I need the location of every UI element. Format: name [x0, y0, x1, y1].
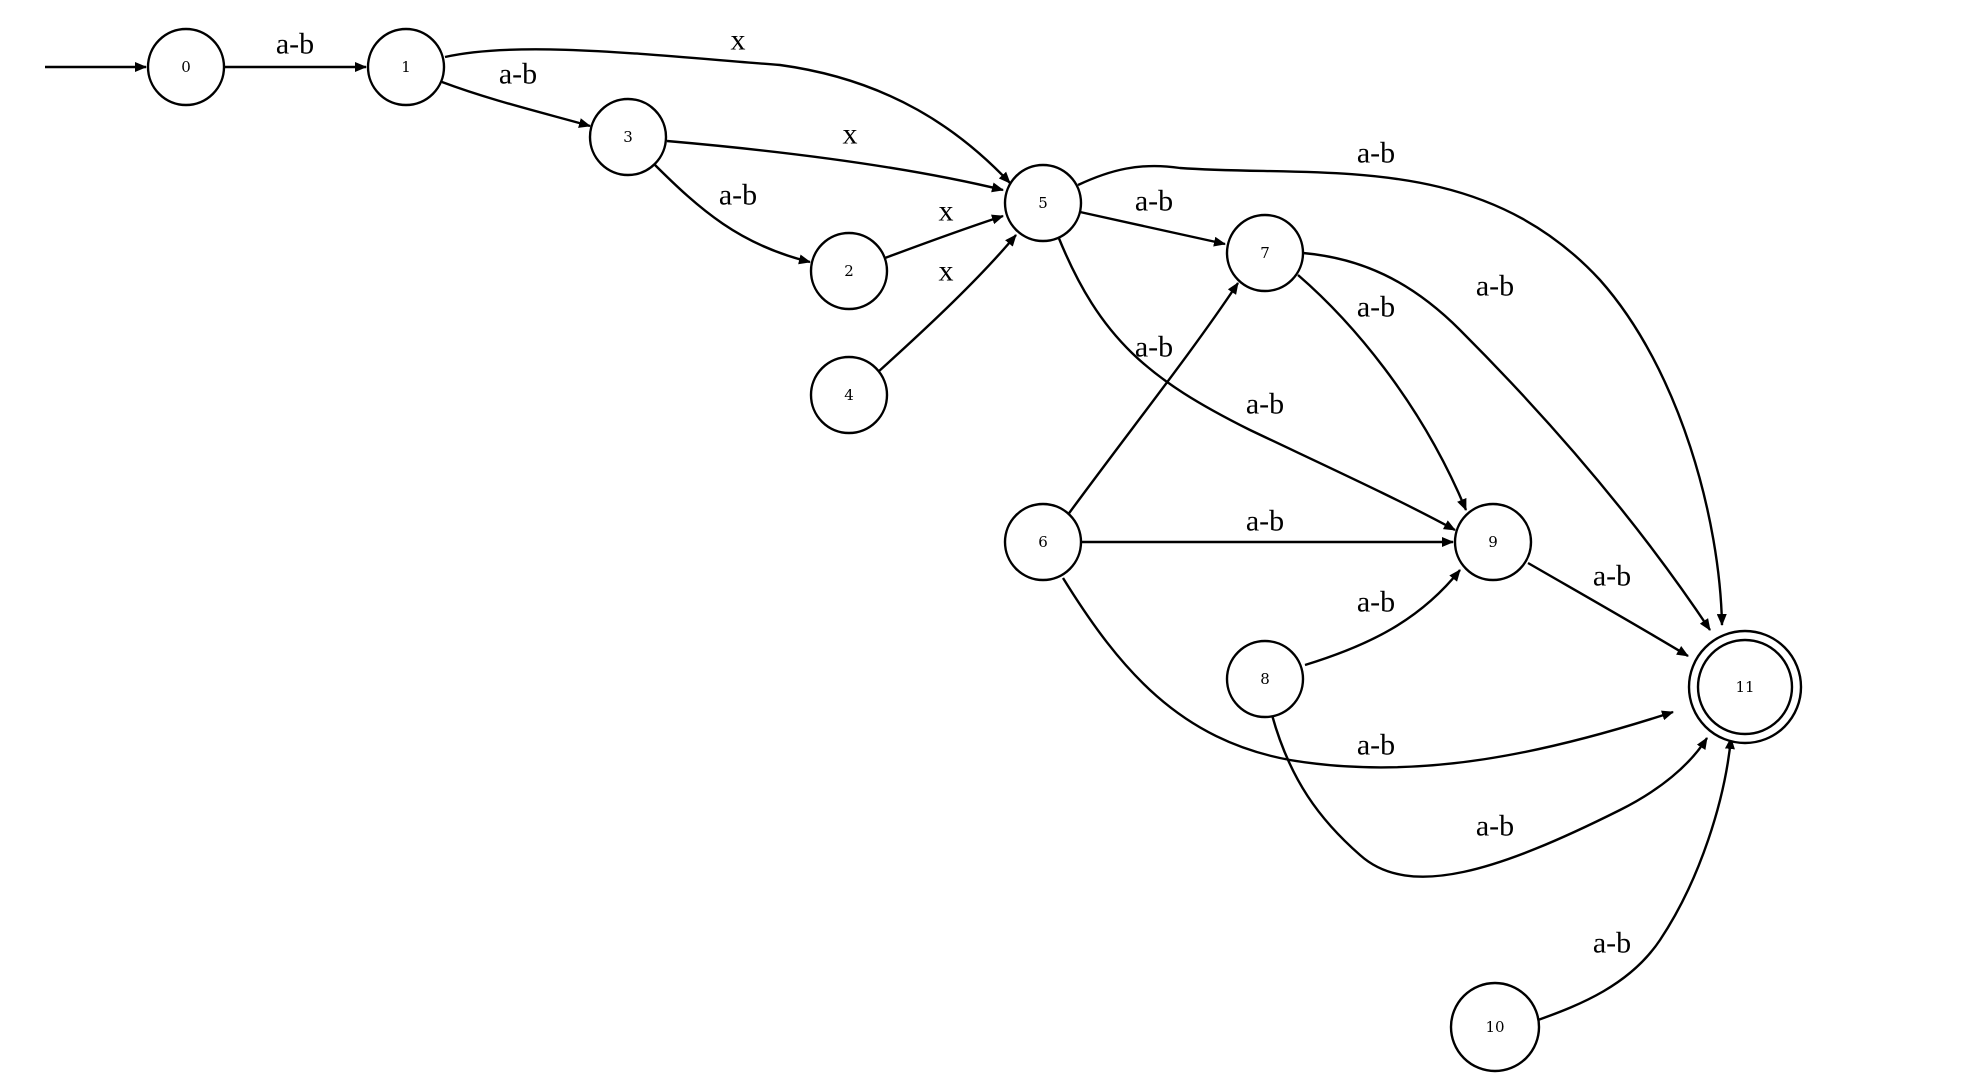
state-label-7: 7: [1260, 244, 1270, 262]
edge-3-2: [652, 162, 811, 265]
state-label-9: 9: [1488, 533, 1498, 551]
state-6: 6: [1003, 502, 1083, 582]
state-9: 9: [1453, 502, 1533, 582]
state-5: 5: [1003, 163, 1083, 243]
state-label-1: 1: [401, 58, 411, 76]
edge-label-8-11: a-b: [1476, 810, 1514, 843]
state-label-4: 4: [844, 386, 854, 404]
edge-label-6-11: a-b: [1357, 729, 1395, 762]
edge-8-11: [1270, 714, 1709, 878]
edge-label-1-3: a-b: [499, 58, 537, 91]
transitions: [45, 48, 1735, 1022]
edge-label-7-11: a-b: [1476, 270, 1514, 303]
state-7: 7: [1225, 213, 1305, 293]
state-label-3: 3: [623, 128, 633, 146]
edge-7-11: [1302, 251, 1711, 631]
edge-6-7: [1066, 282, 1239, 517]
edge-label-0-1: a-b: [276, 28, 314, 61]
edge-label-3-2: a-b: [719, 179, 757, 212]
edge-label-1-5: x: [731, 24, 746, 57]
edge-label-5-7: a-b: [1135, 185, 1173, 218]
state-label-6: 6: [1038, 533, 1048, 551]
edge-label-6-9: a-b: [1246, 505, 1284, 538]
edge-5-9: [1056, 235, 1456, 532]
state-1: 1: [366, 27, 446, 107]
edge-5-7: [1079, 210, 1226, 247]
state-label-2: 2: [844, 262, 854, 280]
state-8: 8: [1225, 639, 1305, 719]
state-label-8: 8: [1260, 670, 1270, 688]
state-3: 3: [588, 97, 668, 177]
edge-label-5-11: a-b: [1357, 137, 1395, 170]
edge-label-9-11: a-b: [1593, 560, 1631, 593]
transition-labels: a-b x a-b x a-b x x a-b a-b a-b a-b a-b …: [276, 24, 1631, 960]
edge-label-5-9: a-b: [1246, 388, 1284, 421]
state-10: 10: [1449, 981, 1541, 1073]
states: 0 1 3 2 4 5 7 6: [146, 27, 1803, 1073]
edge-label-6-7: a-b: [1135, 331, 1173, 364]
edge-6-11: [1061, 577, 1674, 769]
edge-label-7-9: a-b: [1357, 291, 1395, 324]
edge-2-5: [884, 214, 1004, 260]
state-11-accepting: 11: [1687, 629, 1803, 745]
edge-3-5: [666, 139, 1004, 193]
edge-4-5: [877, 234, 1017, 373]
state-label-5: 5: [1038, 194, 1048, 212]
edge-label-2-5: x: [939, 195, 954, 228]
edge-7-9: [1297, 274, 1468, 511]
edge-9-11: [1527, 561, 1689, 658]
edge-1-5: [444, 48, 1011, 184]
state-2: 2: [809, 231, 889, 311]
edge-label-4-5: x: [939, 255, 954, 288]
edge-5-11: [1077, 164, 1727, 626]
edge-label-8-9: a-b: [1357, 586, 1395, 619]
edge-8-9: [1304, 569, 1461, 667]
edge-1-3: [441, 80, 591, 128]
edge-label-3-5: x: [843, 118, 858, 151]
state-4: 4: [809, 355, 889, 435]
state-label-0: 0: [181, 58, 191, 76]
state-label-10: 10: [1485, 1018, 1504, 1036]
edge-label-10-11: a-b: [1593, 927, 1631, 960]
state-0: 0: [146, 27, 226, 107]
state-label-11: 11: [1735, 678, 1754, 696]
edge-10-11: [1537, 737, 1735, 1022]
